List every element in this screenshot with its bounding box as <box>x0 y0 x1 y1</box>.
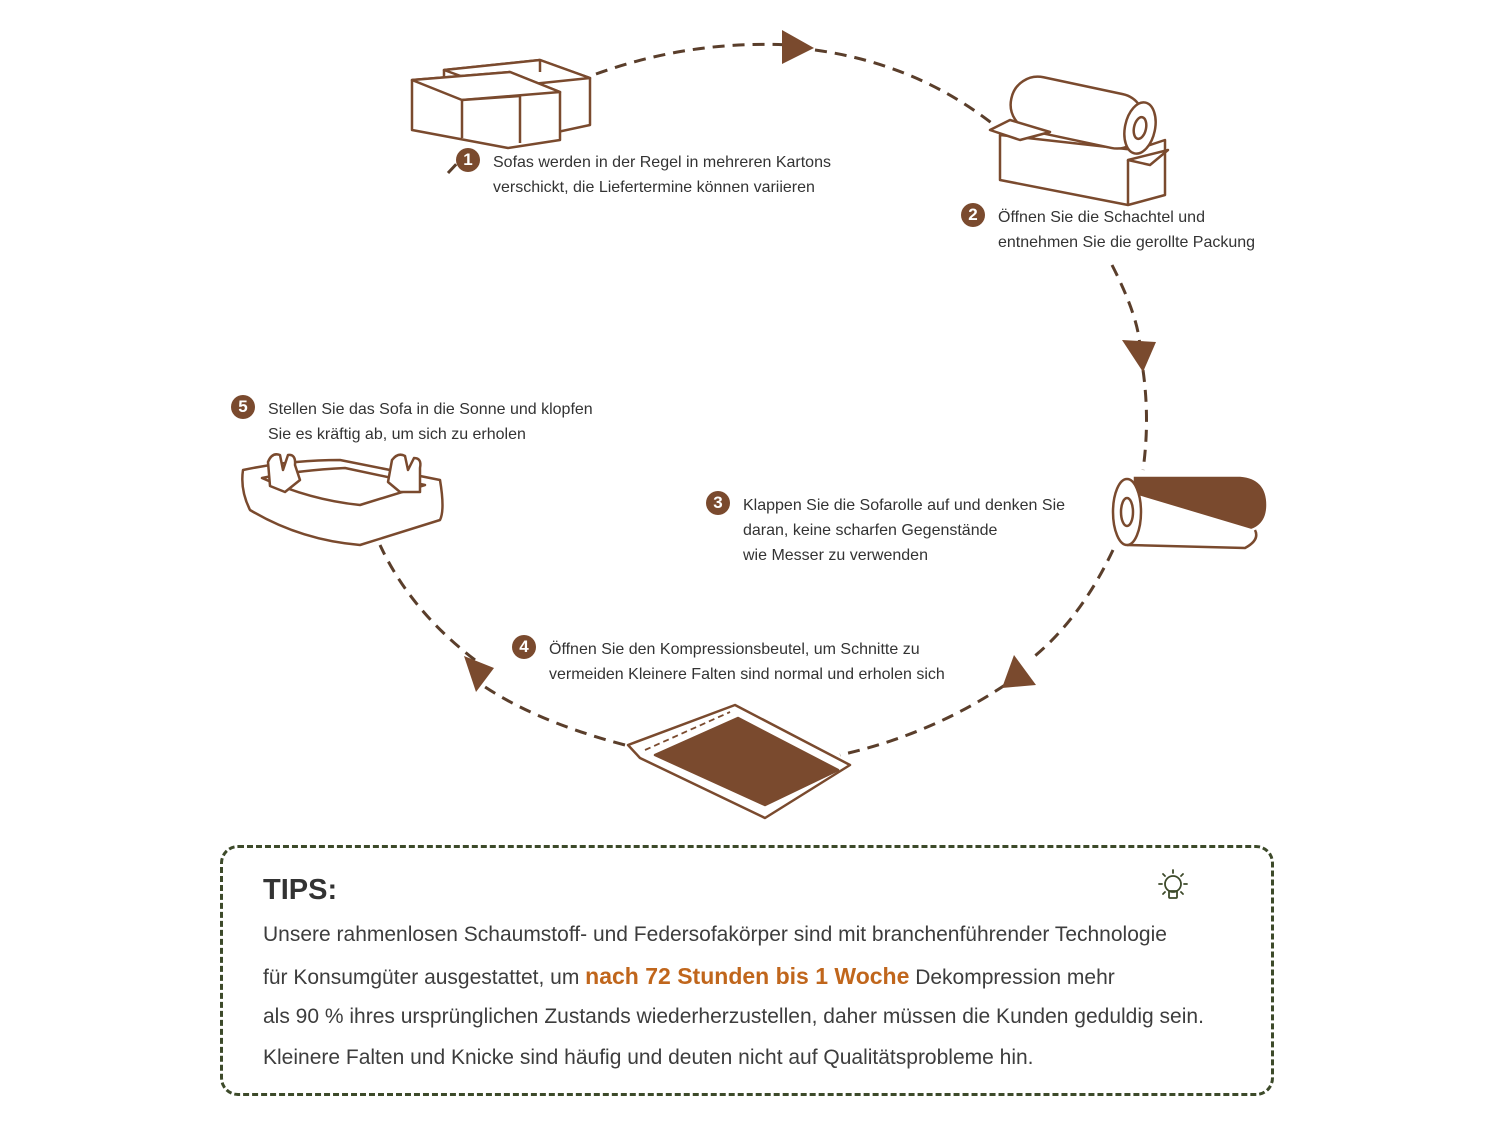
sofa-with-hands-icon <box>241 453 444 547</box>
step-description: Öffnen Sie den Kompressionsbeutel, um Sc… <box>549 637 945 687</box>
tips-line-1: Unsere rahmenlosen Schaumstoff- und Fede… <box>263 923 1167 946</box>
cycle-diagram <box>241 30 1267 820</box>
compressed-cushion-icon <box>626 703 852 820</box>
tips-line-4: Kleinere Falten und Knicke sind häufig u… <box>263 1046 1034 1069</box>
sofa-roll-icon <box>1111 476 1267 550</box>
arrow-head-2 <box>1122 340 1156 372</box>
step-5: 5 Stellen Sie das Sofa in die Sonne und … <box>231 395 593 447</box>
tips-box: TIPS: Unsere rahmenlosen Schaumstoff- un… <box>220 845 1274 1096</box>
step-description: Klappen Sie die Sofarolle auf und denken… <box>743 493 1065 568</box>
step-4: 4 Öffnen Sie den Kompressionsbeutel, um … <box>512 635 945 687</box>
step-number-badge: 2 <box>961 203 985 227</box>
step-description: Öffnen Sie die Schachtel und entnehmen S… <box>998 205 1255 255</box>
arrow-head-4 <box>464 656 494 692</box>
tips-body: Unsere rahmenlosen Schaumstoff- und Fede… <box>263 918 1273 1082</box>
tips-line-2-start: für Konsumgüter ausgestattet, um <box>263 966 586 989</box>
tips-title: TIPS: <box>263 874 338 906</box>
step-line: daran, keine scharfen Gegenstände <box>743 522 998 539</box>
step-line: Sofas werden in der Regel in mehreren Ka… <box>493 154 831 171</box>
step-line: vermeiden Kleinere Falten sind normal un… <box>549 666 945 683</box>
step-number-badge: 1 <box>456 148 480 172</box>
step-line: Klappen Sie die Sofarolle auf und denken… <box>743 497 1066 514</box>
step-line: Stellen Sie das Sofa in die Sonne und kl… <box>268 401 593 418</box>
step-number-badge: 4 <box>512 635 536 659</box>
step-line: Öffnen Sie den Kompressionsbeutel, um Sc… <box>549 641 920 658</box>
box-with-roll-icon <box>988 75 1170 207</box>
arrow-head-3 <box>1002 655 1036 688</box>
tips-line-2: für Konsumgüter ausgestattet, um nach 72… <box>263 959 1273 1000</box>
step-number-badge: 3 <box>706 491 730 515</box>
tips-line-2-end: Dekompression mehr <box>909 966 1115 989</box>
step-2: 2 Öffnen Sie die Schachtel und entnehmen… <box>961 203 1255 255</box>
lightbulb-icon <box>1158 869 1188 899</box>
step-line: wie Messer zu verwenden <box>743 547 928 564</box>
step-3: 3 Klappen Sie die Sofarolle auf und denk… <box>706 491 1065 568</box>
step-number-badge: 5 <box>231 395 255 419</box>
step-description: Stellen Sie das Sofa in die Sonne und kl… <box>268 397 593 447</box>
step-1: 1 Sofas werden in der Regel in mehreren … <box>456 148 831 200</box>
step-description: Sofas werden in der Regel in mehreren Ka… <box>493 150 831 200</box>
step-line: Sie es kräftig ab, um sich zu erholen <box>268 426 526 443</box>
stacked-boxes-icon <box>410 58 592 150</box>
arrow-head-1 <box>782 30 814 64</box>
step-line: Öffnen Sie die Schachtel und <box>998 209 1205 226</box>
tips-line-3: als 90 % ihres ursprünglichen Zustands w… <box>263 1005 1204 1028</box>
step-line: verschickt, die Liefertermine können var… <box>493 179 815 196</box>
tips-highlight: nach 72 Stunden bis 1 Woche <box>585 963 910 989</box>
step-line: entnehmen Sie die gerollte Packung <box>998 234 1256 251</box>
